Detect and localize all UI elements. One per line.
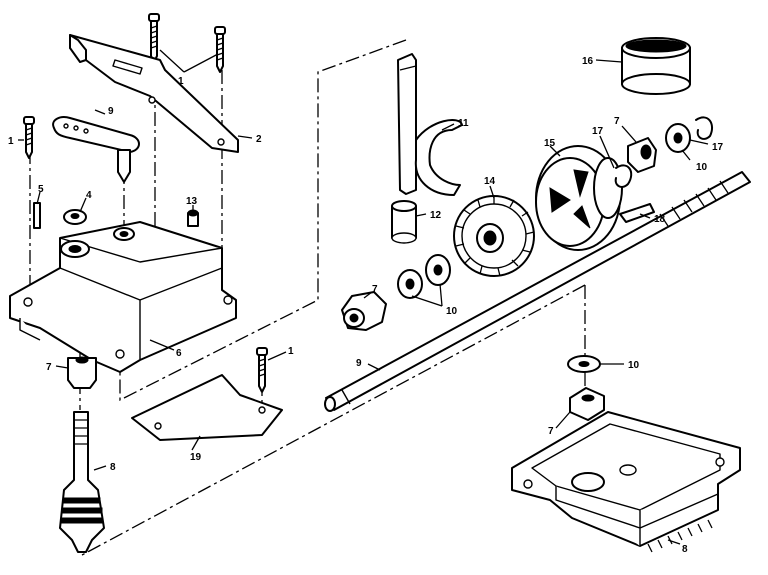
callout-15: 15 bbox=[544, 138, 556, 149]
callout-17-left: 17 bbox=[592, 126, 604, 137]
callout-7-left: 7 bbox=[46, 362, 52, 373]
callout-19: 19 bbox=[190, 452, 202, 463]
shift-bracket bbox=[69, 34, 239, 153]
callout-8-worm: 8 bbox=[110, 462, 116, 473]
callout-leaders bbox=[18, 49, 709, 545]
lower-housing bbox=[511, 411, 741, 553]
callout-11: 11 bbox=[458, 118, 469, 129]
collar bbox=[391, 200, 417, 244]
worm-gear bbox=[453, 195, 535, 277]
callout-16: 16 bbox=[582, 56, 594, 67]
screw-top-left bbox=[148, 13, 160, 63]
worm-shaft bbox=[59, 411, 105, 553]
callout-18: 18 bbox=[654, 214, 666, 225]
callout-17-right: 17 bbox=[712, 142, 724, 153]
washer-4 bbox=[63, 209, 87, 225]
callout-6: 6 bbox=[176, 348, 182, 359]
callout-9-arm: 9 bbox=[108, 106, 114, 117]
washer-center-a bbox=[397, 269, 423, 299]
washer-center-b bbox=[425, 254, 451, 286]
retaining-ring-left bbox=[614, 164, 633, 188]
bushing-cup bbox=[621, 37, 691, 95]
axle-shaft bbox=[324, 171, 751, 412]
bearing-center bbox=[341, 291, 387, 331]
callout-4: 4 bbox=[86, 190, 92, 201]
callout-10-center: 10 bbox=[446, 306, 458, 317]
woodruff-key bbox=[619, 203, 655, 223]
cover-plate bbox=[131, 374, 283, 441]
screw-bottom bbox=[256, 347, 268, 393]
washer-upper-right bbox=[665, 123, 691, 153]
clutch-assembly bbox=[535, 145, 623, 251]
callout-13: 13 bbox=[186, 196, 198, 207]
shift-fork bbox=[397, 53, 463, 196]
washer-lower-right bbox=[567, 355, 601, 373]
callout-1-top: 1 bbox=[178, 76, 184, 87]
bearing-left bbox=[67, 356, 97, 389]
vent-plug bbox=[187, 209, 199, 227]
callout-5: 5 bbox=[38, 184, 44, 195]
bearing-lower-right bbox=[569, 387, 605, 421]
roll-pin bbox=[33, 202, 41, 229]
callout-7-lower-right: 7 bbox=[548, 426, 554, 437]
callout-7-center: 7 bbox=[372, 284, 378, 295]
screw-top-right bbox=[214, 26, 226, 73]
shift-arm bbox=[52, 116, 140, 183]
upper-housing bbox=[9, 221, 237, 373]
screw-left bbox=[23, 116, 35, 159]
callout-9-shaft: 9 bbox=[356, 358, 362, 369]
bearing-upper-right bbox=[627, 137, 657, 173]
callout-14: 14 bbox=[484, 176, 496, 187]
retaining-ring-right bbox=[695, 116, 714, 140]
callout-1-bottom: 1 bbox=[288, 346, 294, 357]
callout-10-upper-right: 10 bbox=[696, 162, 708, 173]
callout-10-lower-right: 10 bbox=[628, 360, 640, 371]
callout-2: 2 bbox=[256, 134, 262, 145]
callout-7-upper-right: 7 bbox=[614, 116, 620, 127]
callout-labels: 1 1 1 2 4 5 6 7 7 7 7 8 8 9 9 10 10 10 1… bbox=[8, 56, 724, 555]
callout-8-housing: 8 bbox=[682, 544, 688, 555]
callout-12: 12 bbox=[430, 210, 442, 221]
callout-1-left: 1 bbox=[8, 136, 14, 147]
